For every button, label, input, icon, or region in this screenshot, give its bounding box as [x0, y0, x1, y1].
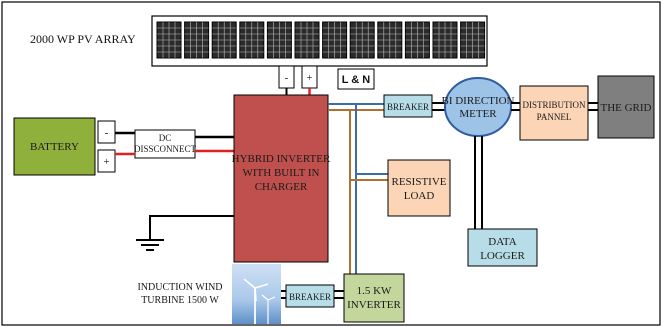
ground-wire	[150, 216, 234, 240]
pv-panel	[267, 22, 291, 58]
pv-array-label: 2000 WP PV ARRAY	[30, 32, 136, 46]
resistive-load-box	[388, 160, 450, 216]
distribution-line1: DISTRIBUTION	[523, 100, 586, 110]
inverter-1-5kw-box	[344, 274, 404, 322]
pv-panel	[378, 22, 402, 58]
inverter-1-5kw-line1: 1.5 KW	[357, 285, 392, 297]
data-logger-line2: LOGGER	[480, 250, 525, 262]
pv-panel	[185, 22, 209, 58]
data-logger-line1: DATA	[488, 236, 517, 248]
bi-meter-line2: METER	[459, 108, 497, 120]
ln-label: L & N	[342, 74, 371, 86]
bi-meter-line1: BI DIRECTION	[441, 95, 514, 107]
resistive-load-line2: LOAD	[404, 190, 435, 202]
pv-minus-label: -	[285, 72, 289, 84]
battery-label: BATTERY	[30, 141, 79, 153]
resistive-load-line1: RESISTIVE	[392, 176, 447, 188]
pv-panel	[295, 22, 319, 58]
pv-panel	[323, 22, 347, 58]
pv-panel	[157, 22, 181, 58]
battery-minus-label: -	[105, 127, 109, 139]
pv-panel	[405, 22, 429, 58]
battery-plus-label: +	[103, 156, 109, 168]
pv-panel	[433, 22, 457, 58]
pv-panel	[350, 22, 374, 58]
dc-disconnect-line1: DC	[159, 133, 172, 143]
wind-turbine-image	[232, 264, 281, 324]
bi-direction-meter	[445, 78, 511, 136]
breaker-top-label: BREAKER	[387, 102, 429, 112]
wind-turbine-line1: INDUCTION WIND	[137, 282, 222, 293]
inverter-1-5kw-line2: INVERTER	[347, 299, 401, 311]
pv-panel	[240, 22, 264, 58]
breaker-bottom-label: BREAKER	[289, 292, 331, 302]
hybrid-inverter-line1: HYBRID INVERTER	[232, 153, 331, 165]
grid-label: THE GRID	[600, 102, 651, 114]
pv-panel	[212, 22, 236, 58]
wind-turbine-line2: TURBINE 1500 W	[141, 295, 219, 306]
distribution-line2: PANNEL	[537, 112, 572, 122]
hybrid-inverter-line3: CHARGER	[255, 181, 308, 193]
dc-disconnect-line2: DISSCONNECT	[134, 144, 197, 154]
pv-panel	[461, 22, 485, 58]
hybrid-inverter-line2: WITH BUILT IN	[243, 167, 320, 179]
pv-plus-label: +	[306, 72, 312, 84]
